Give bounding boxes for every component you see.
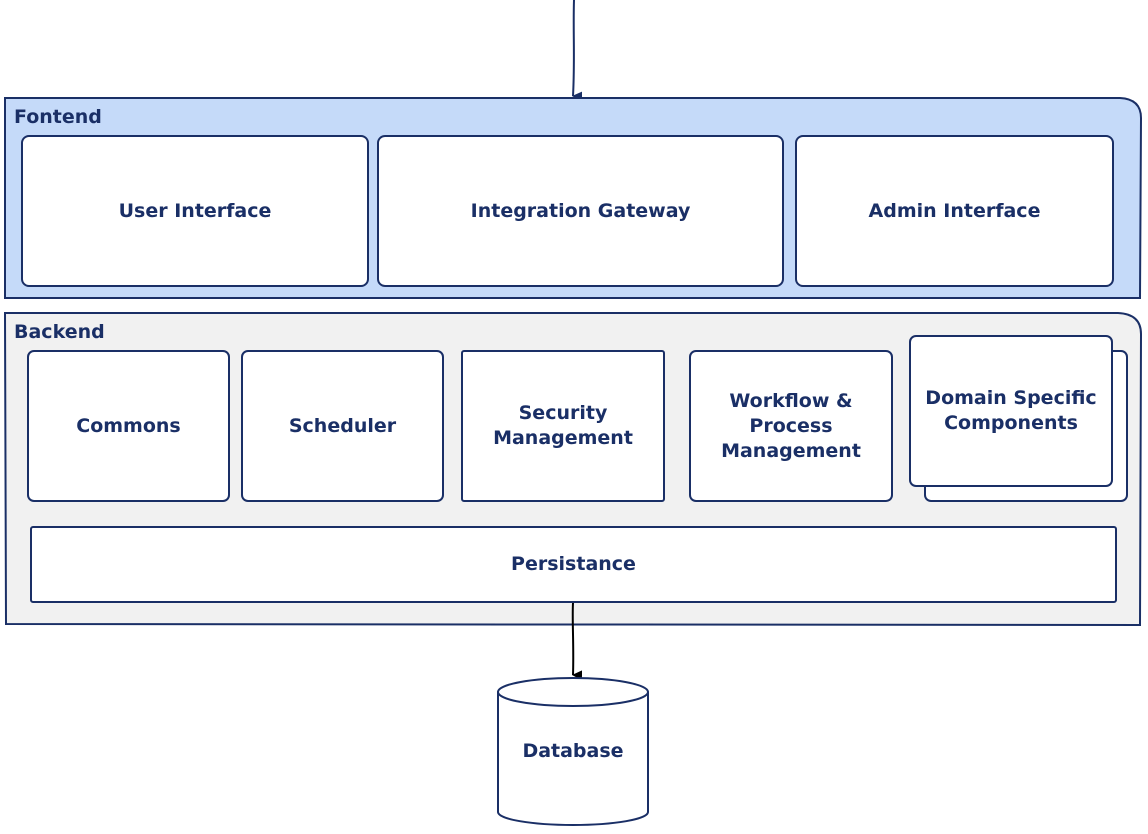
user-interface-box (21, 135, 369, 287)
incoming-arrow (572, 0, 583, 102)
commons-box (27, 350, 230, 502)
persistence-box (30, 526, 1117, 603)
database-cylinder (497, 677, 649, 826)
integration-gateway-box (377, 135, 784, 287)
frontend-group-label: Fontend (14, 106, 102, 128)
admin-interface-box (795, 135, 1114, 287)
scheduler-box (241, 350, 444, 502)
domain-specific-components-box (909, 335, 1113, 487)
persistence-to-database-arrow (571, 602, 583, 681)
security-management-box (461, 350, 665, 502)
backend-group-label: Backend (14, 321, 105, 343)
workflow-process-management-box (689, 350, 893, 502)
